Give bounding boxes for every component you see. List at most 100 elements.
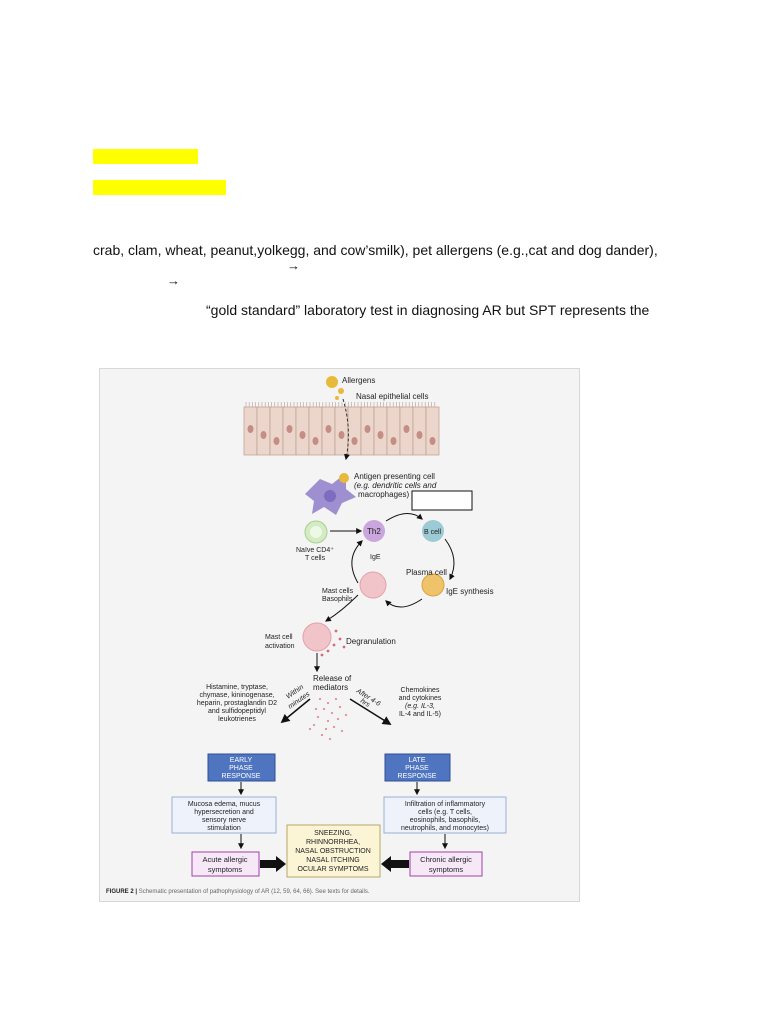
left-mediators-line: and sulfidopeptidyl [208, 708, 266, 715]
mediator-dot [332, 725, 336, 729]
text-line-allergens: crab, clam, wheat, peanut,yolkegg, and c… [93, 242, 658, 258]
mucosa-box [171, 796, 277, 834]
pathophysiology-figure: Allergens Nasal epithelial cells Antigen… [99, 368, 580, 902]
allergen-path-arrow [342, 398, 350, 461]
ige-synthesis-label: IgE synthesis [446, 587, 494, 596]
apc-label: Antigen presenting cell [354, 472, 435, 481]
text-line-gold-standard: “gold standard” laboratory test in diagn… [206, 302, 650, 318]
epithelial-cells-icon [243, 402, 440, 456]
mediator-dot [340, 729, 344, 733]
mediator-dot [322, 707, 326, 711]
blank-answer-box [411, 490, 473, 511]
mast-to-activation-arrow [324, 594, 359, 622]
chronic-text: Chronic allergic [420, 855, 472, 864]
mucosa-text: hypersecretion and [194, 809, 254, 816]
mediator-dot [312, 723, 316, 727]
apc-examples-label: (e.g. dendritic cells and [354, 481, 437, 490]
infiltration-text: Infiltration of inflammatory [405, 801, 486, 808]
mucosa-text: Mucosa edema, mucus [188, 801, 261, 808]
mast-activation-label: Mast cell [265, 634, 293, 641]
epithelial-nucleus [325, 425, 332, 433]
figure-caption-label: FIGURE 2 | [106, 889, 137, 895]
th2-to-bcell-arrow [385, 513, 423, 522]
mediator-dot [316, 715, 320, 719]
mediator-dot [344, 713, 348, 717]
arrow-icon: → [167, 273, 180, 288]
epithelial-cell [269, 406, 284, 456]
epithelial-nucleus [390, 437, 397, 445]
infiltration-text: cells (e.g. T cells, [418, 809, 472, 816]
plasma-cell-icon [421, 573, 445, 597]
acute-text: Acute allergic [202, 855, 247, 864]
symptom-text: RHINNORRHEA, [306, 839, 360, 846]
early-branch-arrow [280, 698, 311, 724]
mediator-dot [326, 701, 330, 705]
mediator-dot [324, 727, 328, 731]
epithelial-cell [386, 406, 401, 456]
right-mediators-line: IL-4 and IL-5) [399, 711, 441, 718]
right-mediators-line: Chemokines [401, 687, 440, 694]
mediator-dot [314, 707, 318, 711]
mast-activation-label-2: activation [265, 643, 295, 650]
b-cell-icon [422, 520, 444, 542]
mediator-dot [330, 711, 334, 715]
degranulation-label: Degranulation [346, 637, 396, 646]
epithelial-nucleus [273, 437, 280, 445]
epithelial-nucleus [260, 431, 267, 439]
early-phase-text: EARLY [230, 757, 253, 764]
hrs-label: hrs [359, 698, 371, 709]
left-mediators-line: Histamine, tryptase, [206, 684, 268, 691]
chronic-to-symptoms-arrow [381, 856, 409, 872]
epithelial-nucleus [247, 425, 254, 433]
figure-diagram: Allergens Nasal epithelial cells Antigen… [106, 376, 507, 895]
allergen-particles-icon [326, 376, 344, 400]
mast-cell-activation-icon [302, 622, 332, 652]
left-mediators-line: leukotrienes [218, 716, 256, 723]
dendritic-cell-icon [305, 473, 356, 515]
mucosa-text: sensory nerve [202, 817, 246, 824]
plasma-cell-label: Plasma cell [406, 568, 447, 577]
symptom-text: NASAL ITCHING [306, 857, 359, 864]
acute-to-symptoms-arrow [260, 856, 286, 872]
naive-t-label: Naïve CD4⁺ [296, 547, 334, 554]
late-phase-box [384, 753, 451, 782]
infiltration-text: neutrophils, and monocytes) [401, 825, 489, 832]
plasma-to-mast-arrow [385, 598, 423, 608]
early-phase-text: RESPONSE [222, 773, 261, 780]
figure-caption: FIGURE 2 | Schematic presentation of pat… [106, 889, 370, 895]
granules-icon [320, 629, 346, 657]
symptoms-box [286, 824, 381, 878]
left-mediators-line: chymase, kininogenase, [199, 692, 274, 699]
epithelial-nucleus [416, 431, 423, 439]
figure-caption-text: Schematic presentation of pathophysiolog… [137, 889, 370, 895]
late-phase-text: RESPONSE [398, 773, 437, 780]
mediator-dot [336, 717, 340, 721]
infiltration-box [383, 796, 507, 834]
epithelial-nucleus [403, 425, 410, 433]
th2-label: Th2 [367, 527, 381, 536]
mast-to-th2-arrow [351, 540, 363, 584]
mediator-dot [326, 719, 330, 723]
early-phase-box [207, 753, 276, 782]
epithelial-nucleus [377, 431, 384, 439]
epithelial-nucleus [351, 437, 358, 445]
epithelial-nucleus [299, 431, 306, 439]
left-mediators-line: heparin, prostaglandin D2 [197, 700, 277, 707]
bcell-label: B cell [424, 529, 442, 536]
mast-cells-label: Mast cells [322, 588, 354, 595]
epithelial-cell [347, 406, 362, 456]
right-mediators-line: (e.g. IL-3, [405, 703, 435, 710]
epithelial-nucleus [286, 425, 293, 433]
acute-text: symptoms [208, 865, 242, 874]
apc-macrophages-label: macrophages) [358, 490, 409, 499]
release-label: Release of [313, 674, 352, 683]
mucosa-text: stimulation [207, 825, 241, 832]
highlight-block-1 [93, 149, 198, 164]
symptom-text: SNEEZING, [314, 830, 352, 837]
arrow-icon: → [287, 258, 300, 273]
epithelial-nucleus [429, 437, 436, 445]
symptom-text: OCULAR SYMPTOMS [297, 866, 368, 873]
highlight-block-2 [93, 180, 226, 195]
infiltration-text: eosinophils, basophils, [410, 817, 480, 824]
mediator-dot [334, 697, 338, 701]
